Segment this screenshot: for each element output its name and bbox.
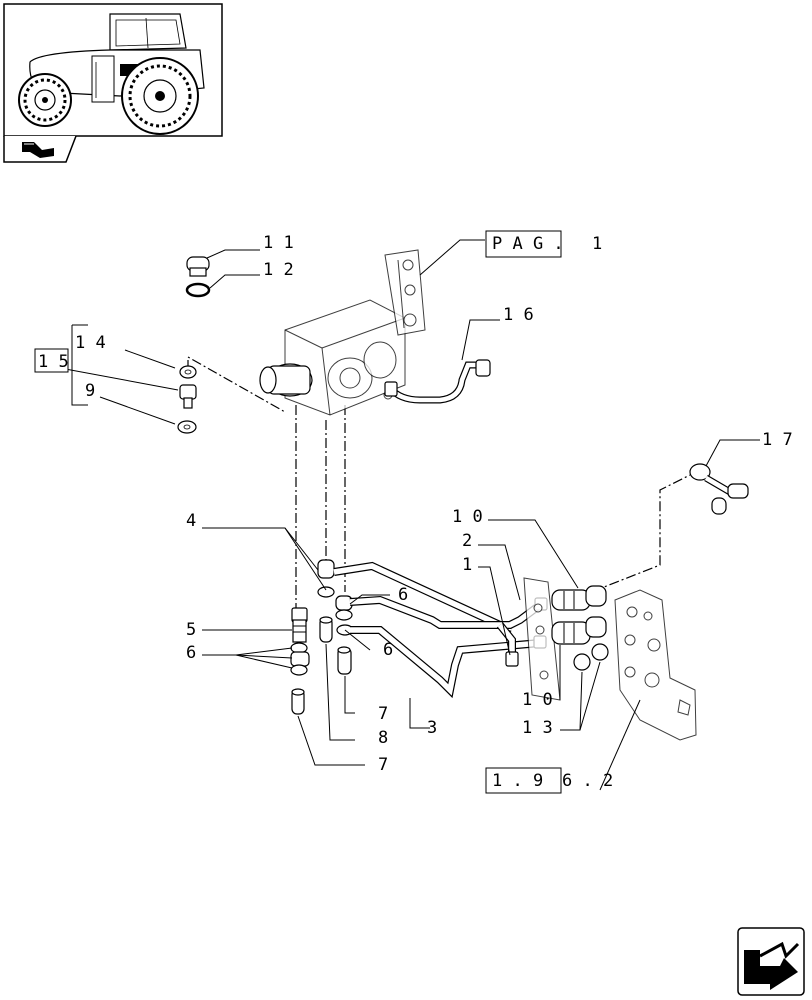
page-ref-right: 6 . 2 — [562, 771, 613, 791]
leader-lines — [59, 239, 760, 791]
callout-10-bottom: 1 0 — [522, 690, 553, 710]
plug-11 — [186, 256, 210, 277]
bolt-7-left — [291, 688, 305, 715]
o-ring-12 — [185, 282, 211, 298]
coupler-plate — [523, 577, 697, 741]
callout-13: 1 3 — [522, 718, 553, 738]
callout-5: 5 — [186, 620, 196, 640]
callout-12: 1 2 — [263, 260, 294, 280]
tractor-thumbnail — [3, 3, 223, 163]
callout-15: 1 5 — [38, 352, 69, 372]
quick-coupler-10-lower — [551, 616, 607, 645]
callout-6-middle: 6 — [383, 640, 393, 660]
callout-3: 3 — [427, 718, 437, 738]
washers-4 — [317, 559, 354, 636]
callout-4: 4 — [186, 511, 196, 531]
callout-17: 1 7 — [762, 430, 793, 450]
callout-9: 9 — [85, 381, 95, 401]
callout-labels: 1 1 1 2 1 6 1 4 1 5 9 1 7 1 0 2 1 4 6 5 … — [38, 233, 793, 775]
callout-10-top: 1 0 — [452, 507, 483, 527]
pag-number: 1 — [592, 234, 602, 254]
bolt-8 — [319, 616, 333, 643]
callout-14: 1 4 — [75, 333, 106, 353]
tractor-thumbnail-icon — [18, 13, 205, 135]
control-valve — [259, 249, 426, 416]
washers-6-stack — [290, 642, 310, 676]
pag-reference: P A G . 1 — [485, 230, 602, 258]
callout-8: 8 — [378, 728, 388, 748]
callout-11: 1 1 — [263, 233, 294, 253]
bolt-7-right — [337, 646, 352, 675]
lever-17 — [689, 463, 749, 515]
callout-7-bottom: 7 — [378, 755, 388, 775]
callout-1: 1 — [462, 555, 472, 575]
pipe-16 — [384, 359, 491, 404]
next-page-arrow-icon[interactable] — [737, 927, 805, 996]
page-ref-196-2: 1 . 9 6 . 2 — [485, 767, 613, 794]
washer-9 — [177, 420, 197, 434]
quick-coupler-10-upper — [551, 585, 607, 611]
page-ref-left: 1 . 9 — [492, 771, 543, 791]
callout-6-upper: 6 — [398, 585, 408, 605]
caps-13 — [573, 643, 609, 671]
assembly-path-lines — [187, 355, 691, 628]
washer-14 — [179, 365, 197, 379]
callout-6-left: 6 — [186, 643, 196, 663]
section-symbol-icon — [22, 142, 54, 158]
pag-label: P A G . — [492, 234, 564, 254]
callout-2: 2 — [462, 531, 472, 551]
callout-16: 1 6 — [503, 305, 534, 325]
callout-7-right: 7 — [378, 704, 388, 724]
box-15 — [34, 348, 69, 373]
fitting-5 — [291, 607, 308, 643]
fitting-15 — [179, 384, 197, 409]
